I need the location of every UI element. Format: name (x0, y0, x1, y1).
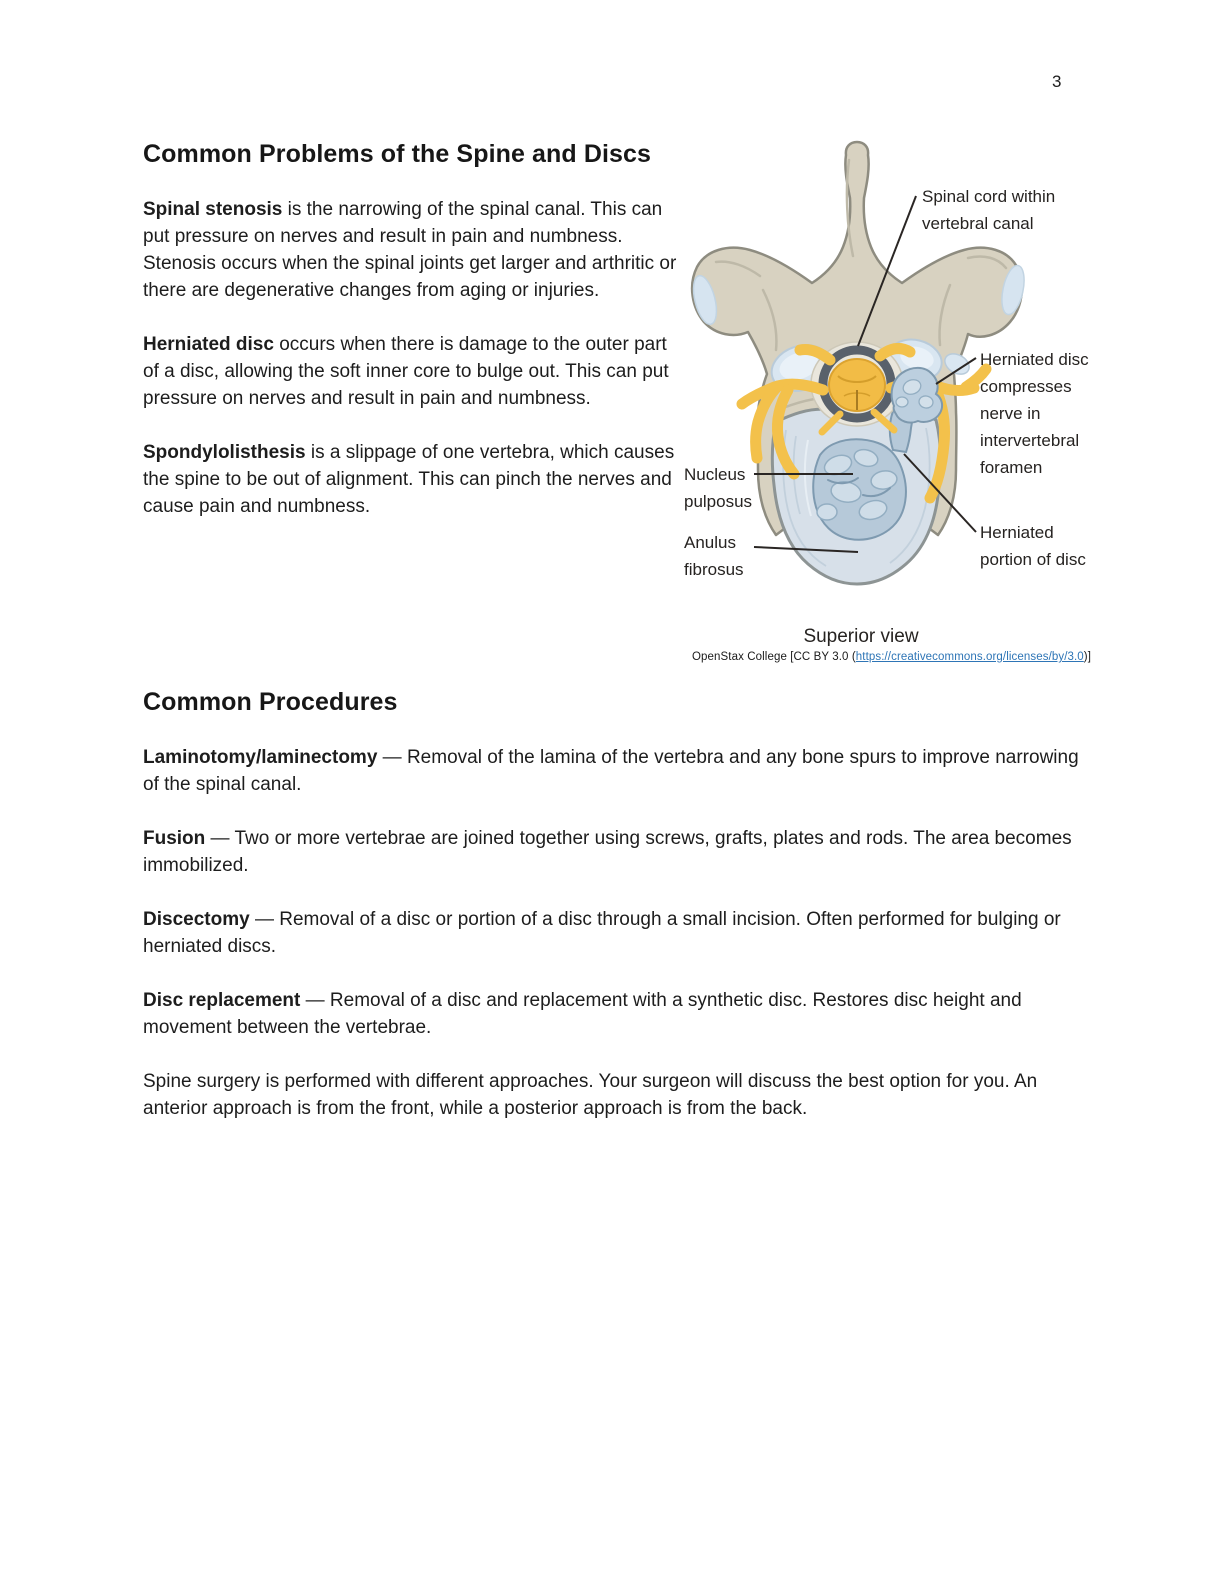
leader-lines (753, 195, 977, 553)
paragraph-discectomy: Discectomy — Removal of a disc or portio… (143, 906, 1085, 960)
paragraph-lead: Laminotomy/laminectomy (143, 747, 378, 768)
paragraph-lead: Discectomy (143, 909, 250, 930)
paragraph-text: is the narrowing of the spinal canal. Th… (143, 199, 677, 301)
left-facet-highlight (779, 352, 819, 380)
label-anulus: Anulus (684, 533, 736, 552)
vertebra-superior-view-illustration: Spinal cord within vertebral canal Herni… (684, 140, 1089, 647)
svg-text:nerve in: nerve in (980, 404, 1040, 423)
svg-text:fibrosus: fibrosus (684, 560, 744, 579)
anulus-inner-highlight (803, 439, 812, 517)
problems-heading: Common Problems of the Spine and Discs (143, 140, 652, 168)
paragraph-herniated-disc: Herniated disc occurs when there is dama… (143, 331, 684, 412)
nucleus-lumps (816, 448, 898, 521)
paragraph-approaches: Spine surgery is performed with differen… (143, 1068, 1085, 1122)
paragraph-text: — Removal of a disc and replacement with… (143, 990, 1022, 1038)
figure-spine-diagram: Spinal cord within vertebral canal Herni… (668, 138, 1220, 654)
paragraph-text: Spine surgery is performed with differen… (143, 1071, 1038, 1119)
label-herniated-disc: Herniated disc (980, 350, 1089, 369)
leader-anulus (753, 546, 859, 553)
figure-labels: Spinal cord within vertebral canal Herni… (684, 187, 1089, 579)
nucleus-crevices (827, 477, 891, 498)
paragraph-text: — Removal of a disc or portion of a disc… (143, 909, 1061, 957)
paragraph-spondylolisthesis: Spondylolisthesis is a slippage of one v… (143, 439, 684, 520)
attribution-link[interactable]: https://creativecommons.org/licenses/by/… (855, 651, 1084, 663)
page-number: 3 (1052, 72, 1062, 91)
paragraph-lead: Fusion (143, 828, 206, 849)
herniated-portion-shape (890, 366, 944, 424)
leader-herniated-disc (935, 357, 977, 385)
right-wing-cartilage (1001, 264, 1025, 316)
svg-text:intervertebral: intervertebral (980, 431, 1079, 450)
label-spinal-cord: Spinal cord within (922, 187, 1055, 206)
procedures-heading: Common Procedures (143, 688, 398, 716)
svg-text:portion of disc: portion of disc (980, 550, 1086, 569)
paragraph-disc-replacement: Disc replacement — Removal of a disc and… (143, 987, 1085, 1041)
bone-shading-lines (714, 158, 1008, 410)
paragraph-text: — Two or more vertebrae are joined toget… (143, 828, 1072, 876)
spinal-nerves (736, 343, 992, 504)
paragraph-lead: Herniated disc (143, 334, 274, 355)
left-wing-cartilage (692, 274, 718, 326)
label-herniated-portion: Herniated (980, 523, 1054, 542)
paragraph-lead: Disc replacement (143, 990, 301, 1011)
paragraph-lead: Spondylolisthesis (143, 442, 306, 463)
paragraph-spinal-stenosis: Spinal stenosis is the narrowing of the … (143, 196, 684, 304)
svg-text:pulposus: pulposus (684, 492, 752, 511)
svg-text:vertebral canal: vertebral canal (922, 214, 1034, 233)
figure-attribution: OpenStax College [CC BY 3.0 (https://cre… (692, 651, 1091, 663)
attribution-suffix: )] (1083, 651, 1092, 663)
paragraph-text: is a slippage of one vertebra, which cau… (143, 442, 675, 517)
svg-text:compresses: compresses (980, 377, 1072, 396)
paragraph-text: — Removal of the lamina of the vertebra … (143, 747, 1079, 795)
svg-text:foramen: foramen (980, 458, 1042, 477)
paragraph-laminotomy: Laminotomy/laminectomy — Removal of the … (143, 744, 1085, 798)
nerve-roots (818, 408, 898, 436)
leader-spinal-cord (857, 195, 917, 347)
label-nucleus: Nucleus (684, 465, 745, 484)
paragraph-text: occurs when there is damage to the outer… (143, 334, 669, 409)
procedures-section: Common Procedures Laminotomy/laminectomy… (143, 686, 1085, 1149)
right-lower-facet-cartilage (944, 353, 970, 375)
leader-herniated-portion (903, 453, 977, 533)
attribution-prefix: OpenStax College [CC BY 3.0 ( (692, 651, 856, 663)
figure-caption: Superior view (803, 626, 918, 647)
paragraph-lead: Spinal stenosis (143, 199, 283, 220)
paragraph-fusion: Fusion — Two or more vertebrae are joine… (143, 825, 1085, 879)
problems-section: Common Problems of the Spine and Discs S… (143, 138, 684, 547)
spinal-cord-shape (828, 358, 886, 412)
